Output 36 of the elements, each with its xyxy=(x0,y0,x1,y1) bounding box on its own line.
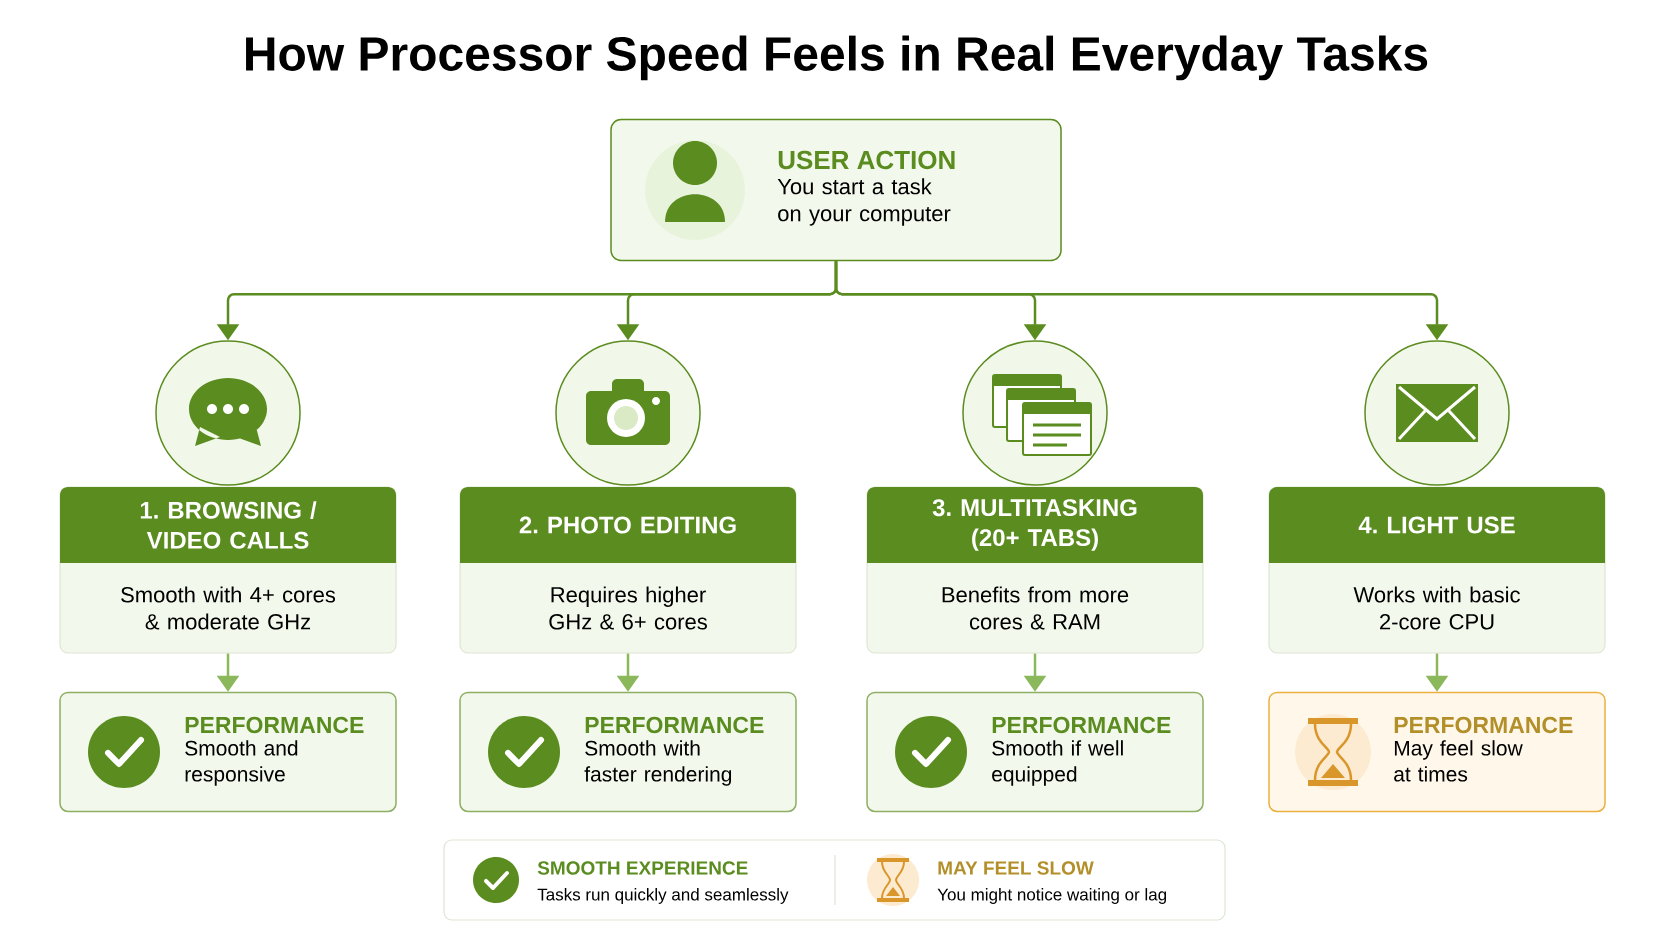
title: How Processor Speed Feels in Real Everyday Tasks xyxy=(246,35,1428,81)
task-card xyxy=(459,486,797,654)
legend-text: Tasks run quickly and seamlessly xyxy=(537,888,789,904)
card-heading: 3. MULTITASKING (20+ TABS) xyxy=(932,499,1137,551)
result-text: Smooth with faster rendering xyxy=(584,740,732,786)
card-text: Benefits from more cores & RAM xyxy=(942,586,1129,630)
card-text: Requires higher GHz & 6+ cores xyxy=(549,586,707,630)
icon-circle xyxy=(155,340,301,486)
result-text: May feel slow at times xyxy=(1394,740,1523,782)
result-heading: PERFORMANCE xyxy=(992,716,1171,734)
result-text: Smooth and responsive xyxy=(185,740,298,786)
result-heading: PERFORMANCE xyxy=(1394,716,1573,734)
icon-circle xyxy=(1364,340,1510,486)
heading: USER ACTION xyxy=(778,150,955,170)
legend-text: You might notice waiting or lag xyxy=(937,888,1167,904)
result-box xyxy=(866,691,1204,813)
card-heading: 4. LIGHT USE xyxy=(1358,516,1515,534)
legend-heading: MAY FEEL SLOW xyxy=(938,861,1094,875)
icon-circle xyxy=(555,340,701,486)
result-heading: PERFORMANCE xyxy=(185,716,364,734)
result-box xyxy=(459,691,797,813)
legend-heading: SMOOTH EXPERIENCE xyxy=(537,861,748,875)
action-box xyxy=(610,118,1062,262)
card-heading: 1. BROWSING / VIDEO CALLS xyxy=(140,501,317,549)
result-box xyxy=(59,691,397,813)
card-heading: 2. PHOTO EDITING xyxy=(519,516,736,534)
task-card xyxy=(866,486,1204,654)
task-card xyxy=(1268,486,1606,654)
card-text: Works with basic 2-core CPU xyxy=(1353,586,1520,630)
result-heading: PERFORMANCE xyxy=(585,716,764,734)
result-text: Smooth if well equipped xyxy=(992,740,1123,786)
icon-circle xyxy=(962,340,1108,486)
task-card xyxy=(59,486,397,654)
card-text: Smooth with 4+ cores & moderate GHz xyxy=(121,586,336,630)
body-text: You start a task on your computer xyxy=(777,178,951,226)
result-box xyxy=(1268,691,1606,813)
